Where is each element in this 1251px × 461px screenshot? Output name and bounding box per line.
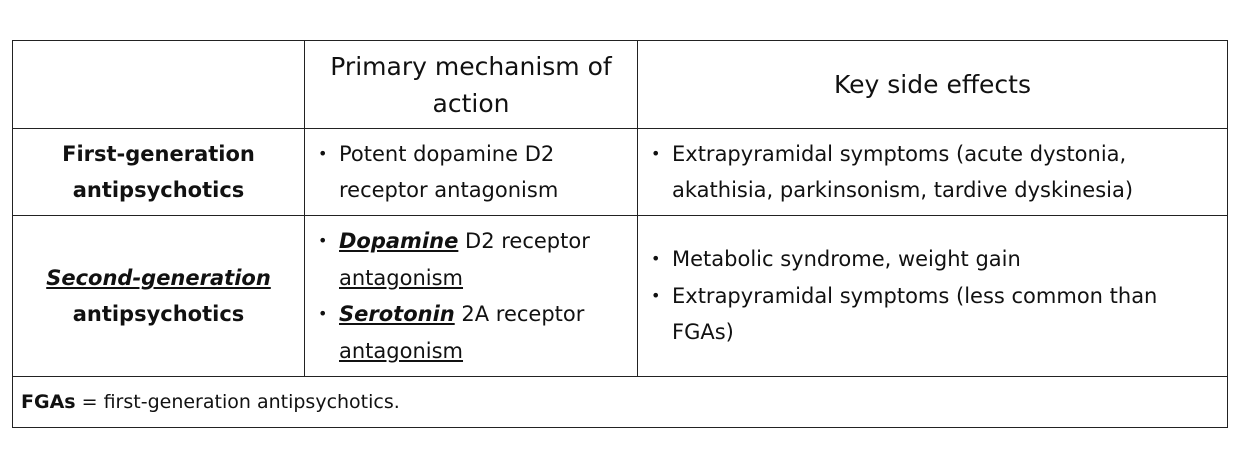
antipsychotics-comparison-table: Primary mechanism of action Key side eff… (12, 40, 1228, 428)
mechanism-term-link[interactable]: Serotonin (339, 302, 455, 326)
header-cell-mechanism: Primary mechanism of action (304, 40, 638, 129)
header-row: Primary mechanism of action Key side eff… (12, 40, 1228, 129)
header-cell-side-effects: Key side effects (637, 40, 1228, 129)
side-effect-text: Extrapyramidal symptoms (less common tha… (672, 283, 1158, 308)
bullet-icon: • (318, 231, 328, 250)
mechanism-term-link[interactable]: Dopamine (339, 229, 459, 253)
bullet-icon: • (651, 285, 661, 305)
bullet-icon: • (318, 304, 328, 323)
row-label-line: First-generation (62, 142, 255, 166)
row-label-line: antipsychotics (72, 302, 245, 326)
list-item: • Metabolic syndrome, weight gain (651, 241, 1217, 278)
comparison-table-container: Primary mechanism of action Key side eff… (12, 40, 1228, 428)
side-effect-text: Extrapyramidal symptoms (acute dystonia, (672, 141, 1127, 166)
mechanism-text-link[interactable]: antagonism (339, 265, 464, 290)
side-effect-text: akathisia, parkinsonism, tardive dyskine… (672, 178, 1134, 202)
table-row-first-generation: First-generation antipsychotics • Potent… (12, 128, 1228, 216)
list-item: • Serotonin 2A receptor antagonism (318, 296, 627, 369)
mechanism-list: • Potent dopamine D2 receptor antagonism (305, 136, 637, 209)
bullet-icon: • (651, 143, 661, 163)
list-item: • Extrapyramidal symptoms (less common t… (651, 278, 1217, 351)
footnote-text: = first-generation antipsychotics. (75, 391, 400, 413)
list-item: • Dopamine D2 receptor antagonism (318, 223, 627, 296)
side-effects-cell-second-generation: • Metabolic syndrome, weight gain • Extr… (637, 215, 1228, 377)
mechanism-cell-second-generation: • Dopamine D2 receptor antagonism • Sero… (304, 215, 638, 377)
row-label-first-generation: First-generation antipsychotics (12, 128, 305, 216)
side-effects-cell-first-generation: • Extrapyramidal symptoms (acute dystoni… (637, 128, 1228, 216)
side-effect-text: FGAs) (672, 320, 734, 345)
list-item: • Extrapyramidal symptoms (acute dystoni… (651, 136, 1217, 209)
mechanism-cell-first-generation: • Potent dopamine D2 receptor antagonism (304, 128, 638, 216)
row-label-line: antipsychotics (72, 178, 245, 202)
bullet-icon: • (651, 249, 661, 269)
footnote-cell: FGAs = first-generation antipsychotics. (12, 376, 1228, 428)
list-item: • Potent dopamine D2 receptor antagonism (318, 136, 627, 209)
table-row-second-generation: Second-generation antipsychotics • Dopam… (12, 215, 1228, 377)
footnote-row: FGAs = first-generation antipsychotics. (12, 376, 1228, 428)
row-label-second-generation: Second-generation antipsychotics (12, 215, 305, 377)
mechanism-text: Potent dopamine D2 (339, 141, 555, 166)
row-label-line: Second-generation (46, 266, 271, 290)
mechanism-text: receptor antagonism (339, 178, 559, 202)
side-effect-text: Metabolic syndrome, weight gain (672, 247, 1021, 272)
mechanism-text: 2A receptor (454, 302, 585, 326)
footnote-abbreviation: FGAs (21, 391, 76, 413)
side-effects-list: • Metabolic syndrome, weight gain • Extr… (638, 241, 1227, 351)
mechanism-text-link[interactable]: antagonism (339, 338, 464, 363)
mechanism-text: D2 receptor (458, 229, 590, 253)
side-effects-list: • Extrapyramidal symptoms (acute dystoni… (638, 136, 1227, 209)
mechanism-list: • Dopamine D2 receptor antagonism • Sero… (305, 223, 637, 369)
bullet-icon: • (318, 143, 328, 163)
header-cell-empty (12, 40, 305, 129)
